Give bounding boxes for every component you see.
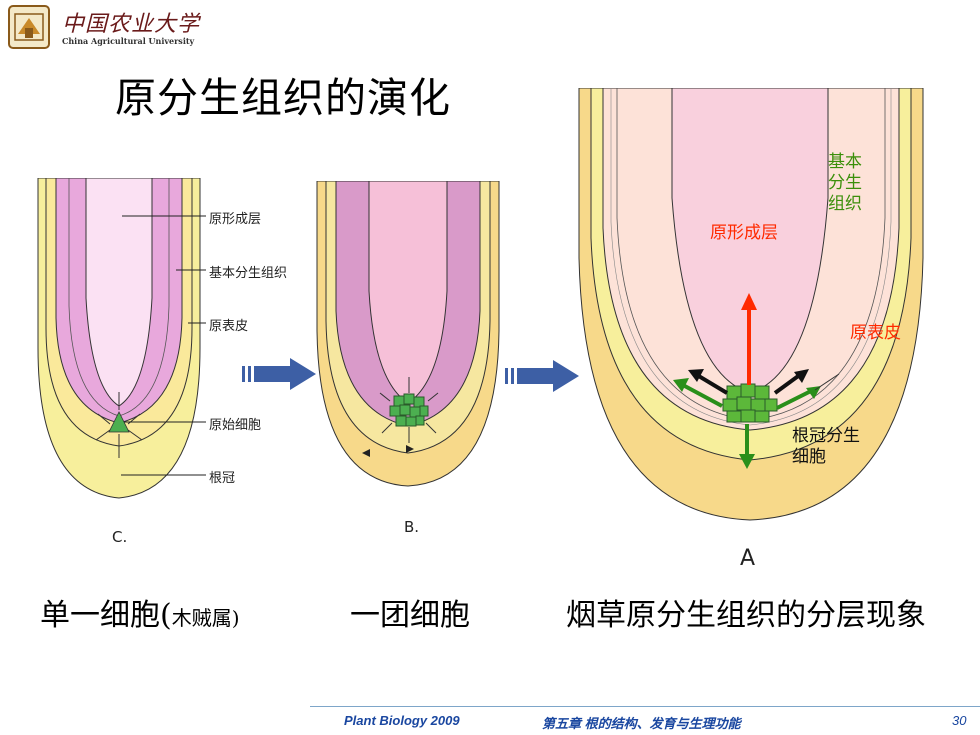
label-procambium-c: 原形成层 — [209, 212, 262, 227]
caption-genus: 木贼属 — [171, 606, 232, 630]
label-protoderm-c: 原表皮 — [209, 319, 249, 334]
figure-b-letter: B. — [404, 518, 420, 536]
label-protoderm-a: 原表皮 — [850, 323, 901, 343]
caption-single-cell-main: 单一细胞( — [40, 598, 172, 633]
figure-c-diagram — [37, 178, 206, 499]
footer-course: Plant Biology 2009 — [344, 713, 460, 728]
page-title: 原分生组织的演化 — [115, 74, 451, 122]
transition-arrow-icon — [505, 360, 579, 392]
caption-single-cell: 单一细胞(木贼属) — [40, 590, 240, 634]
label-ground-meristem-a: 基本 分生 组织 — [828, 152, 862, 214]
label-procambium-a: 原形成层 — [710, 223, 778, 243]
university-seal-icon — [6, 4, 52, 50]
label-root-cap-initials-a: 根冠分生 细胞 — [792, 426, 860, 467]
university-name-en: China Agricultural University — [62, 36, 195, 46]
caption-cell-group: 一团细胞 — [350, 598, 470, 633]
university-name-cn: 中国农业大学 — [62, 12, 201, 37]
footer-page-number: 30 — [952, 713, 967, 728]
transition-arrow-icon — [242, 358, 316, 390]
caption-close-paren: ) — [231, 606, 240, 630]
footer-divider — [310, 706, 980, 707]
figure-b-diagram — [316, 181, 500, 487]
footer-chapter: 第五章 根的结构、发育与生理功能 — [542, 716, 741, 731]
label-root-cap-c: 根冠 — [209, 471, 236, 486]
figure-a-diagram — [578, 88, 924, 521]
label-ground-meristem-c: 基本分生组织 — [209, 266, 288, 281]
figure-c-letter: C. — [112, 528, 128, 546]
label-initial-cell-c: 原始细胞 — [209, 418, 262, 433]
figure-a-letter: A — [740, 546, 756, 571]
caption-tobacco-layering: 烟草原分生组织的分层现象 — [566, 598, 926, 633]
